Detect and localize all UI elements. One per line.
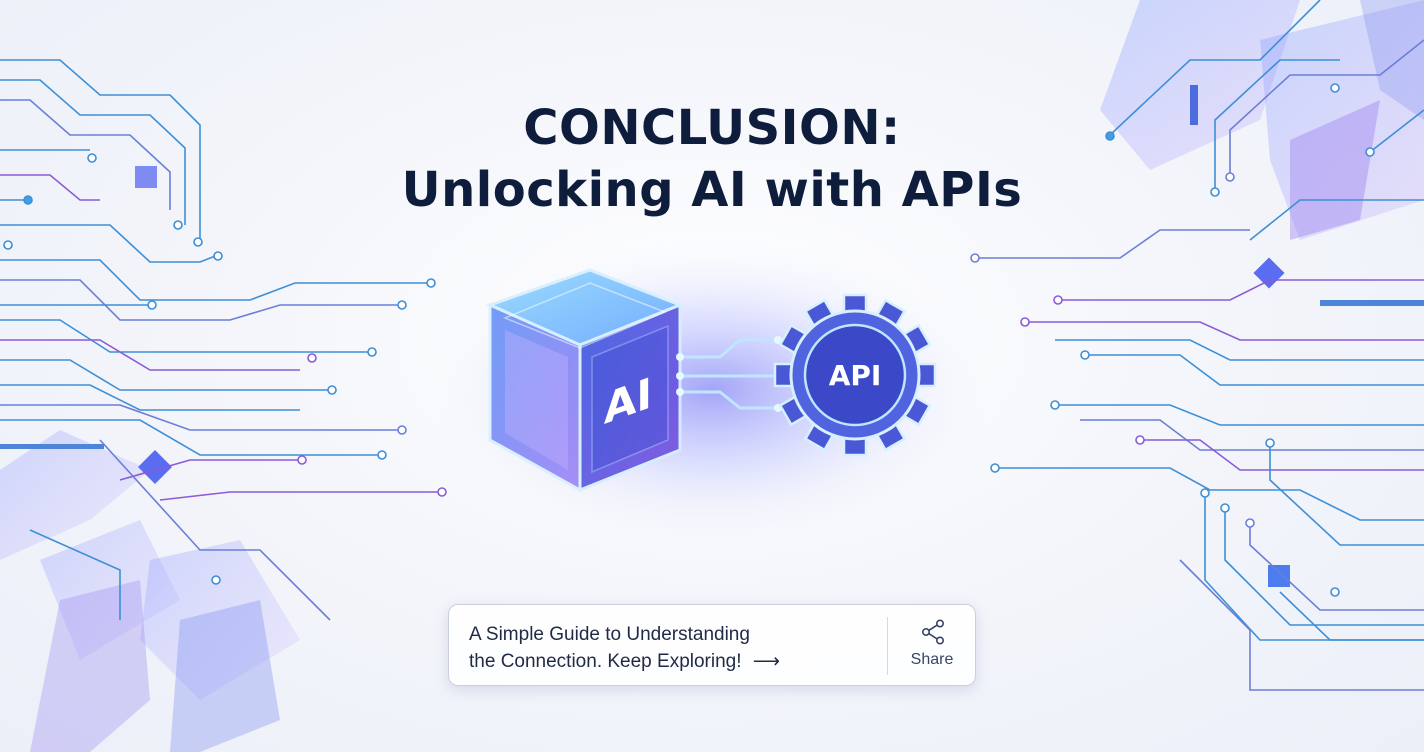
left-circuit-traces (0, 59, 440, 621)
left-decor-panels (0, 166, 300, 752)
connector-lines (680, 338, 778, 410)
guide-card: A Simple Guide to Understanding the Conn… (448, 604, 976, 686)
card-text-line-2-text: the Connection. Keep Exploring! (469, 651, 742, 672)
share-icon (921, 619, 945, 645)
left-circuit-nodes (3, 153, 447, 585)
card-divider (887, 617, 888, 675)
page-title-line-2: Unlocking AI with APIs (401, 162, 1023, 218)
page-title-line-1: CONCLUSION: (523, 100, 901, 156)
card-description[interactable]: A Simple Guide to Understanding the Conn… (469, 621, 869, 675)
share-button[interactable]: Share (889, 605, 975, 685)
share-label: Share (910, 651, 954, 668)
right-decor-panels (1100, 0, 1424, 587)
right-circuit-traces (975, 0, 1424, 691)
arrow-right-icon: ⟶ (752, 651, 781, 672)
api-gear-icon: API (773, 293, 937, 457)
ai-cube-icon: AI (485, 268, 685, 493)
right-circuit-nodes (970, 83, 1375, 597)
card-text-line-1: A Simple Guide to Understanding (469, 624, 750, 645)
gear-label: API (829, 359, 882, 392)
card-text-line-2: the Connection. Keep Exploring! ⟶ (469, 648, 869, 675)
